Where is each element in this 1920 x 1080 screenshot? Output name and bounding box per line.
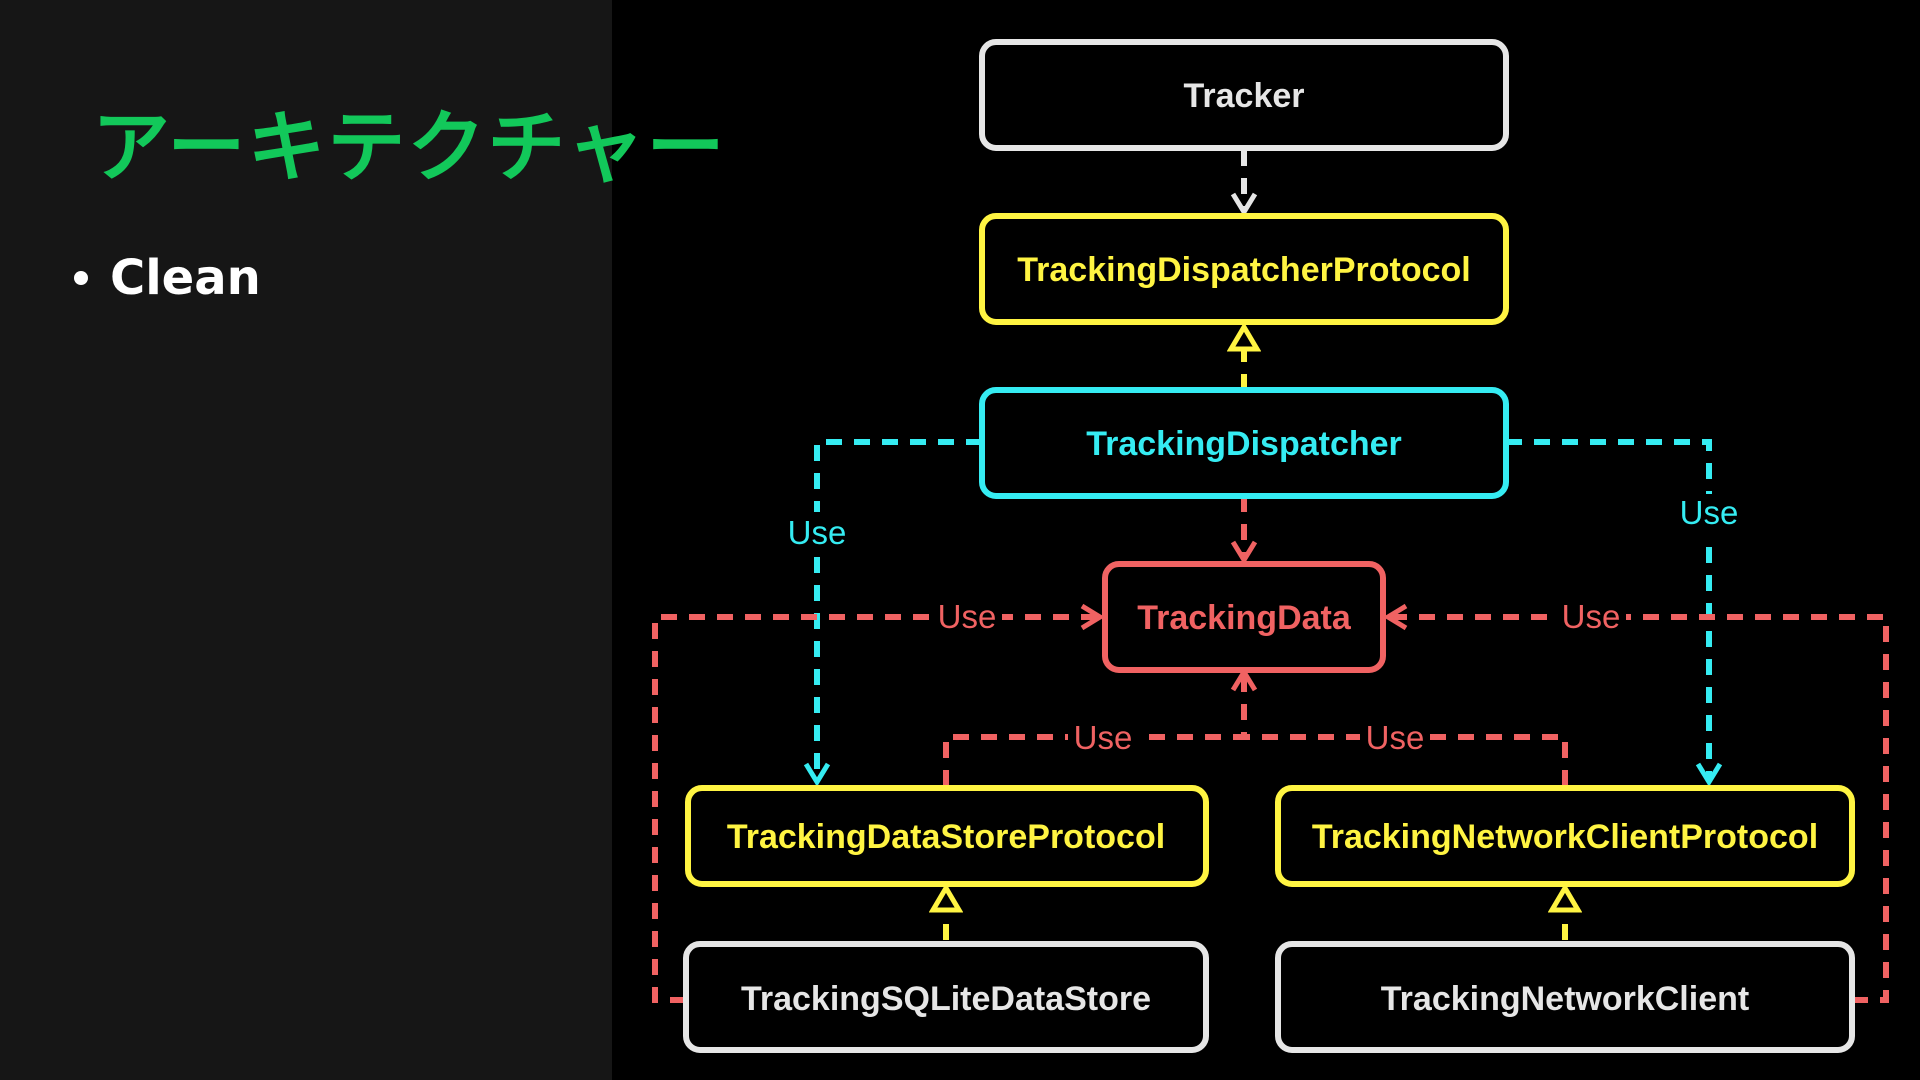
node-networkclient-protocol: TrackingNetworkClientProtocol xyxy=(1275,785,1855,887)
label-bg xyxy=(1556,596,1626,638)
bullet-text: Clean xyxy=(110,250,261,306)
node-dispatcher-protocol-label: TrackingDispatcherProtocol xyxy=(1017,251,1470,289)
node-datastore-protocol-label: TrackingDataStoreProtocol xyxy=(727,818,1165,856)
node-dispatcher: TrackingDispatcher xyxy=(979,387,1509,499)
node-network-client-label: TrackingNetworkClient xyxy=(1381,980,1749,1018)
node-tracking-data-label: TrackingData xyxy=(1137,599,1352,637)
node-dispatcher-label: TrackingDispatcher xyxy=(1086,425,1402,463)
node-networkclient-protocol-label: TrackingNetworkClientProtocol xyxy=(1312,818,1818,856)
slide-title: アーキテクチャー xyxy=(92,103,727,193)
node-tracker: Tracker xyxy=(979,39,1509,151)
edge-networkclient-use-data xyxy=(1383,603,1889,1003)
edge-label-use: Use xyxy=(788,514,847,551)
label-bg xyxy=(782,512,852,554)
edge-label-use: Use xyxy=(938,598,997,635)
bullet-list: Clean xyxy=(74,246,261,310)
node-sqlite-datastore-label: TrackingSQLiteDataStore xyxy=(741,980,1151,1018)
node-tracker-label: Tracker xyxy=(1184,77,1305,115)
label-bg xyxy=(1068,716,1138,758)
edge-label-use: Use xyxy=(1680,494,1739,531)
label-bg xyxy=(1674,494,1744,536)
node-sqlite-datastore: TrackingSQLiteDataStore xyxy=(683,941,1209,1053)
edge-label-use: Use xyxy=(1366,719,1425,756)
bullet-dot-icon xyxy=(74,271,88,285)
edge-label-use: Use xyxy=(1074,719,1133,756)
node-dispatcher-protocol: TrackingDispatcherProtocol xyxy=(979,213,1509,325)
node-tracking-data: TrackingData xyxy=(1102,561,1386,673)
edge-label-use: Use xyxy=(1562,598,1621,635)
node-network-client: TrackingNetworkClient xyxy=(1275,941,1855,1053)
node-datastore-protocol: TrackingDataStoreProtocol xyxy=(685,785,1209,887)
label-bg xyxy=(932,596,1002,638)
edge-dispatcher-use-networkclient-protocol xyxy=(1506,439,1723,787)
bullet-item: Clean xyxy=(74,246,261,310)
edge-sqlite-use-data xyxy=(652,603,1105,1003)
label-bg xyxy=(1360,716,1430,758)
left-panel xyxy=(0,0,612,1080)
edge-networkclient-protocol-use-data xyxy=(1244,734,1568,786)
